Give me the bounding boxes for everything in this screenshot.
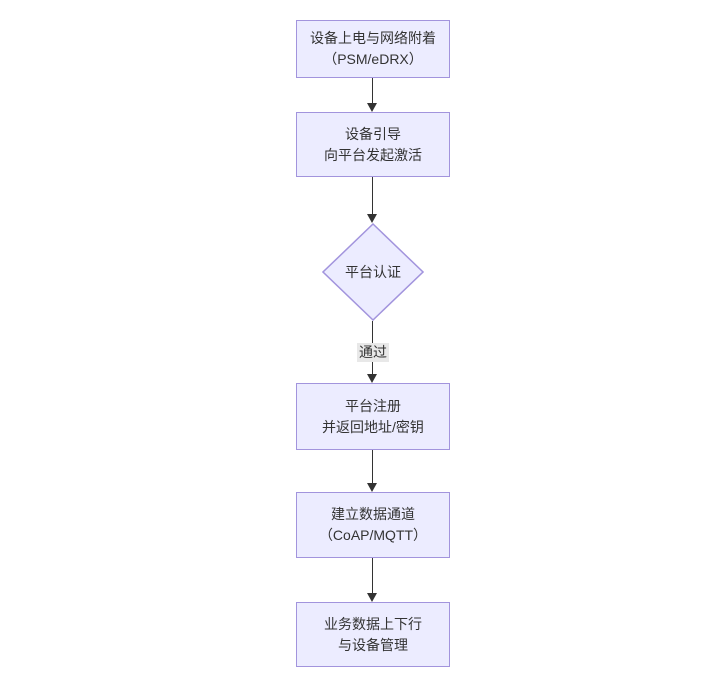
node-label-line: （CoAP/MQTT） <box>318 527 428 543</box>
node-label-line: （PSM/eDRX） <box>323 51 423 67</box>
flow-node-power-attach: 设备上电与网络附着 （PSM/eDRX） <box>296 20 450 78</box>
node-label-line: 向平台发起激活 <box>324 146 422 163</box>
node-label-line: 并返回地址/密钥 <box>322 418 424 435</box>
node-label-line: 设备引导 <box>345 125 401 142</box>
node-label-line: 建立数据通道 <box>331 506 415 522</box>
node-label-line: 平台注册 <box>345 397 401 414</box>
flow-node-platform-auth: 平台认证 <box>322 223 424 321</box>
arrowhead-down-icon <box>367 483 377 492</box>
flow-node-bootstrap: 设备引导 向平台发起激活 <box>296 112 450 177</box>
node-label-line: 业务数据上下行 <box>324 615 422 632</box>
node-label-line: 与设备管理 <box>338 636 408 653</box>
arrowhead-down-icon <box>367 103 377 112</box>
flow-node-business: 业务数据上下行 与设备管理 <box>296 602 450 667</box>
flow-edge-connector <box>372 78 373 104</box>
flow-edge-connector <box>372 558 373 594</box>
arrowhead-down-icon <box>367 374 377 383</box>
flow-node-data-channel: 建立数据通道 （CoAP/MQTT） <box>296 492 450 558</box>
arrowhead-down-icon <box>367 593 377 602</box>
node-label-line: 平台认证 <box>345 264 401 280</box>
flow-edge-connector <box>372 177 373 215</box>
diamond-shape <box>322 223 424 321</box>
flow-node-register: 平台注册 并返回地址/密钥 <box>296 383 450 450</box>
flow-edge-connector <box>372 450 373 484</box>
edge-label-pass: 通过 <box>357 343 389 362</box>
arrowhead-down-icon <box>367 214 377 223</box>
node-label-line: 设备上电与网络附着 <box>310 30 436 46</box>
